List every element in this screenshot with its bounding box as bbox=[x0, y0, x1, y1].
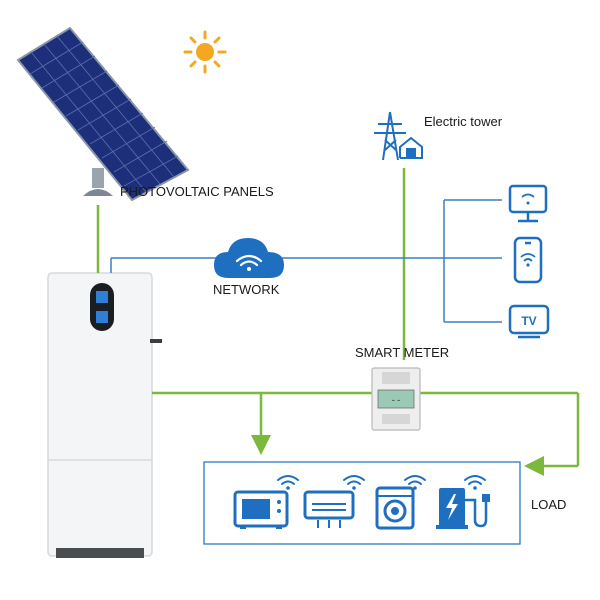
load-label: LOAD bbox=[531, 497, 567, 512]
battery-inverter-icon bbox=[47, 272, 162, 558]
load-box bbox=[203, 461, 521, 545]
smart-meter-icon: -- bbox=[371, 367, 421, 431]
sun-icon bbox=[183, 30, 227, 74]
wifi-cloud-icon bbox=[214, 238, 284, 278]
ev-charger-icon bbox=[436, 488, 490, 529]
network-label: NETWORK bbox=[213, 282, 280, 297]
solar-panel-icon bbox=[16, 26, 190, 202]
photovoltaic-panels-label: PHOTOVOLTAIC PANELS bbox=[120, 184, 274, 199]
meter-display: -- bbox=[391, 396, 402, 406]
monitor-icon bbox=[508, 184, 548, 223]
electric-tower-label: Electric tower bbox=[424, 114, 503, 129]
tv-icon: TV bbox=[508, 304, 550, 339]
microwave-icon bbox=[233, 490, 289, 529]
smart-meter-label: SMART METER bbox=[355, 345, 450, 360]
washing-machine-icon bbox=[375, 486, 415, 530]
air-conditioner-icon bbox=[303, 490, 355, 528]
smartphone-icon bbox=[513, 236, 543, 284]
electric-tower-icon bbox=[374, 111, 423, 161]
tv-text: TV bbox=[521, 314, 536, 328]
wifi-icon bbox=[277, 475, 486, 485]
